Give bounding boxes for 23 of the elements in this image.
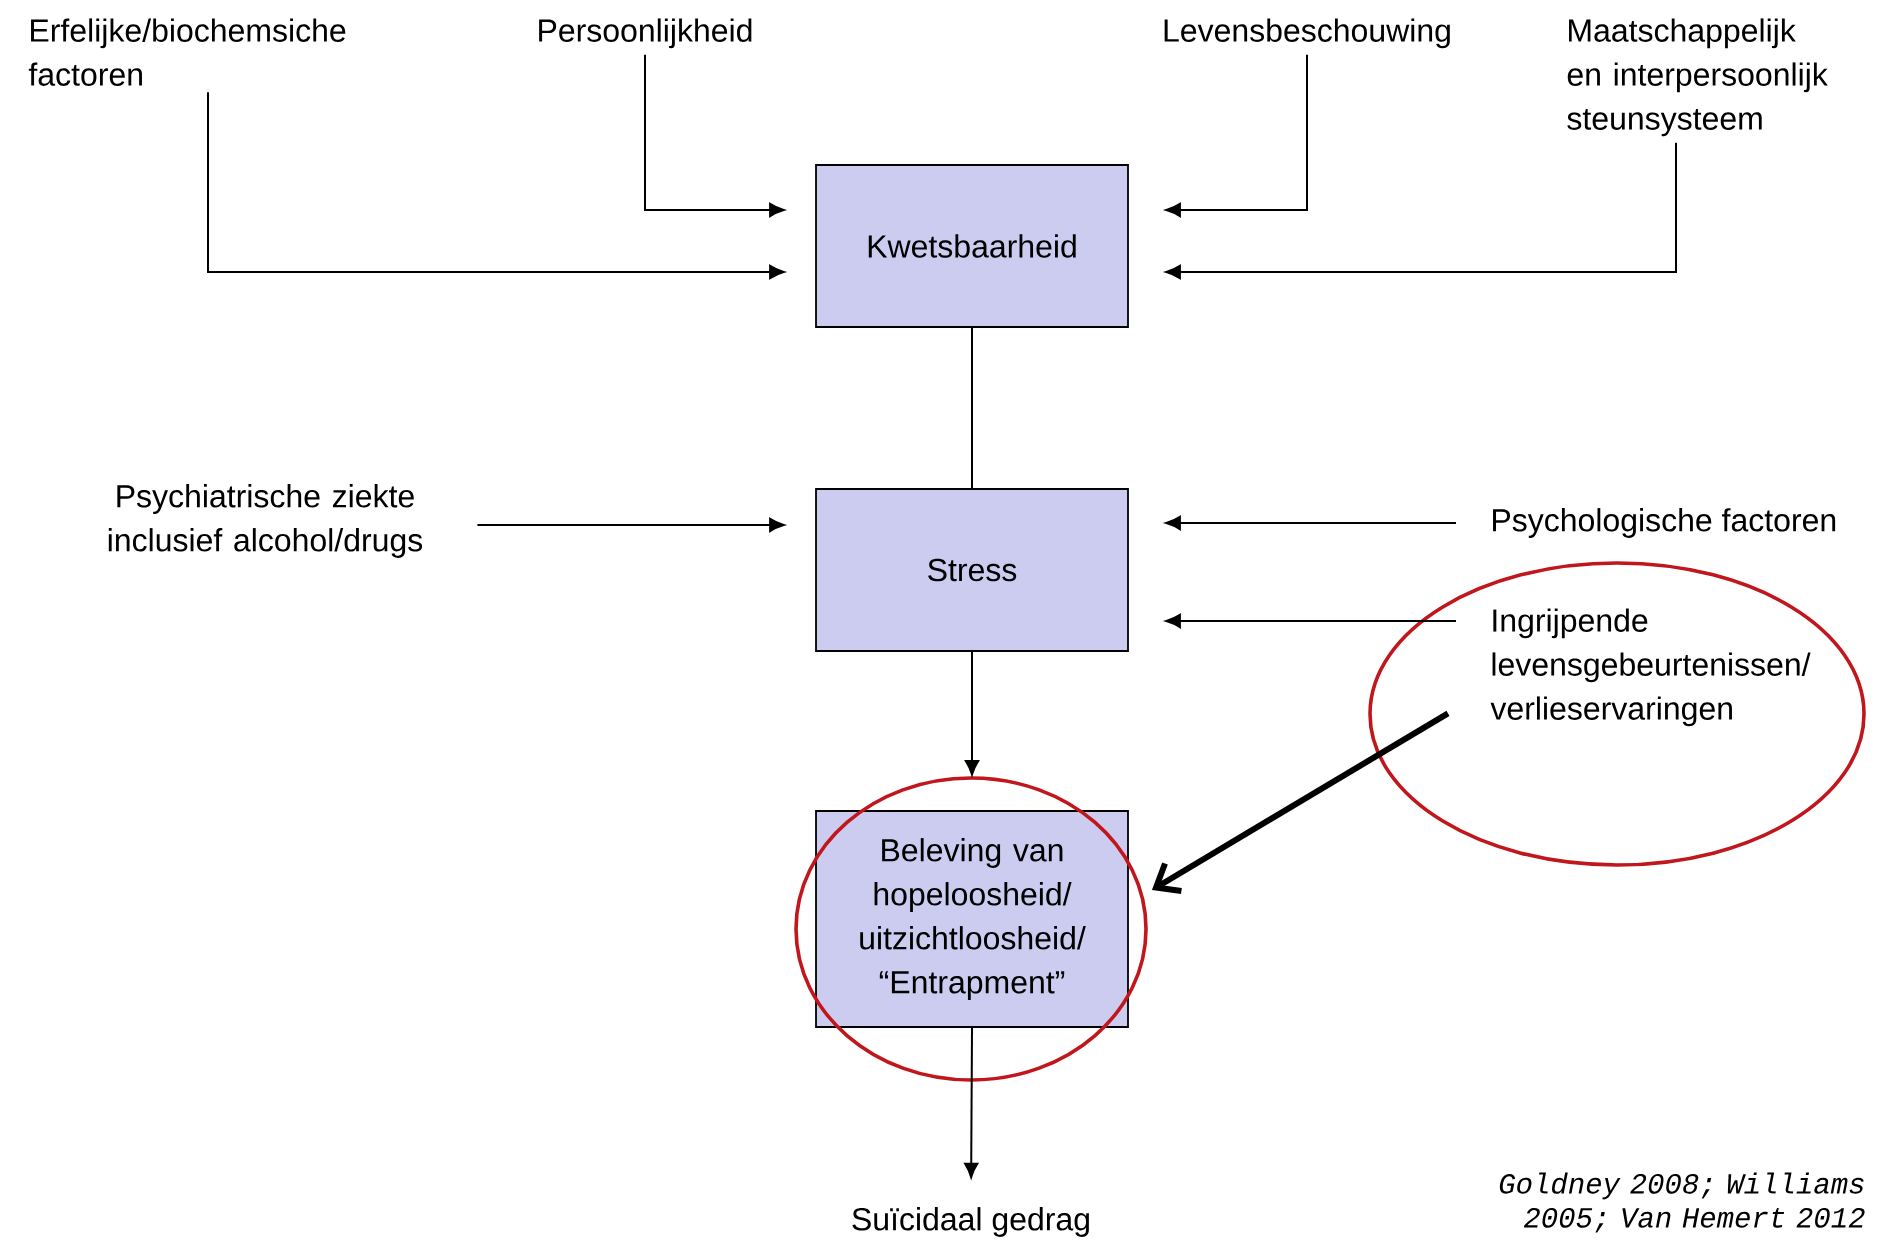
arrow <box>964 1026 979 1179</box>
connector-line <box>971 326 973 490</box>
process-box: Stress <box>815 488 1129 652</box>
process-box: Kwetsbaarheid <box>815 164 1129 328</box>
factor-text: Levensbeschouwing <box>1164 18 1450 49</box>
arrow <box>476 517 785 533</box>
arrow <box>644 53 785 218</box>
arrow <box>207 91 785 280</box>
arrow <box>1165 515 1457 531</box>
factor-text: Persoonlijkheid <box>539 18 752 49</box>
factor-text: Ingrijpende levensgebeurtenissen/ verlieservaringen <box>1490 608 1811 727</box>
citation-text: Goldney 2008; Williams 2005; Van Hemert 2012 <box>1499 1172 1865 1233</box>
arrow <box>1165 141 1677 280</box>
arrow <box>964 650 980 776</box>
factor-text: Maatschappelijk en interpersoonlijk steunsysteem <box>1567 18 1828 137</box>
arrow <box>1165 53 1308 218</box>
arrow <box>1165 613 1457 629</box>
factor-text: Erfelijke/biochemsiche factoren <box>28 18 346 86</box>
factor-text: Psychiatrische ziekte inclusief alcohol/drugs <box>108 484 423 558</box>
arrow <box>1151 710 1450 894</box>
outcome-text: Suïcidaal gedrag <box>852 1207 1089 1237</box>
factor-text: Psychologische factoren <box>1493 508 1836 538</box>
process-box: Beleving van hopeloosheid/ uitzichtloosheid/ “Entrapment” <box>815 810 1129 1028</box>
